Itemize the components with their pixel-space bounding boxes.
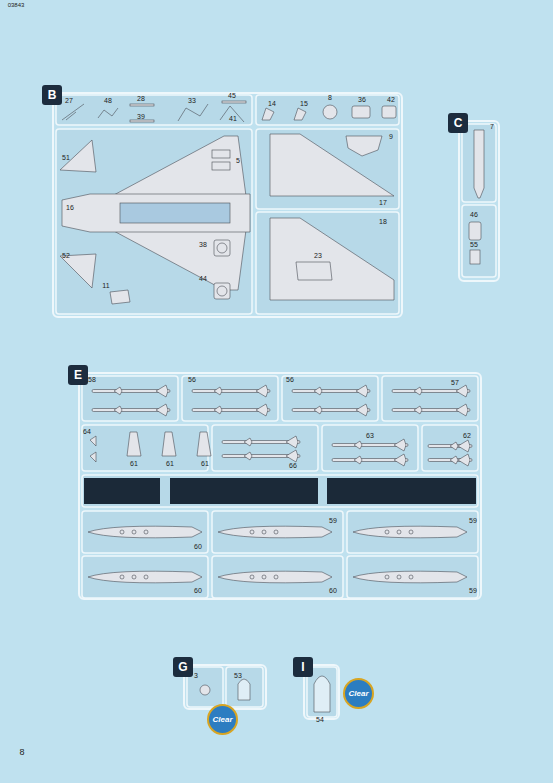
callout-number: 3 (194, 672, 198, 680)
callout-number: 46 (470, 211, 478, 219)
callout-number: 58 (88, 376, 96, 384)
callout-number: 9 (389, 133, 393, 141)
callout-number: 7 (490, 123, 494, 131)
callout-number: 63 (366, 432, 374, 440)
clear-badge: Clear (343, 678, 374, 709)
callout-number: 64 (83, 428, 91, 436)
callout-number: 5 (236, 157, 240, 165)
clear-badge: Clear (207, 704, 238, 735)
callout-number: 60 (194, 543, 202, 551)
sprue-tab: B (42, 85, 62, 105)
callout-number: 38 (199, 241, 207, 249)
sprue-tab: I (293, 657, 313, 677)
callout-number: 53 (234, 672, 242, 680)
callout-number: 28 (137, 95, 145, 103)
callout-number: 59 (329, 517, 337, 525)
callout-number: 39 (137, 113, 145, 121)
callout-number: 59 (469, 517, 477, 525)
sprue-tab: G (173, 657, 193, 677)
callout-number: 33 (188, 97, 196, 105)
callout-number: 59 (469, 587, 477, 595)
sprue-letter: E (74, 369, 82, 381)
callout-number: 54 (316, 716, 324, 724)
sprue-letter: G (178, 661, 187, 673)
sprue-tab: C (448, 113, 468, 133)
callout-number: 60 (329, 587, 337, 595)
sprue-frame: GClear (183, 664, 267, 710)
callout-number: 55 (470, 241, 478, 249)
callout-number: 61 (130, 460, 138, 468)
callout-number: 36 (358, 96, 366, 104)
sprue-frame: E (78, 372, 482, 600)
callout-number: 14 (268, 100, 276, 108)
callout-number: 41 (229, 115, 237, 123)
callout-number: 8 (328, 94, 332, 102)
callout-number: 52 (62, 252, 70, 260)
callout-number: 42 (387, 96, 395, 104)
callout-number: 66 (289, 462, 297, 470)
callout-number: 18 (379, 218, 387, 226)
sprue-letter: C (454, 117, 463, 129)
callout-number: 56 (286, 376, 294, 384)
callout-number: 48 (104, 97, 112, 105)
callout-number: 44 (199, 275, 207, 283)
callout-number: 27 (65, 97, 73, 105)
page-number: 8 (19, 748, 24, 756)
clear-label: Clear (212, 715, 232, 724)
callout-number: 16 (66, 204, 74, 212)
sprue-letter: B (48, 89, 57, 101)
callout-number: 45 (228, 92, 236, 100)
page-number: 03843 (8, 1, 25, 9)
callout-number: 17 (379, 199, 387, 207)
callout-number: 61 (166, 460, 174, 468)
clear-label: Clear (348, 689, 368, 698)
sprue-tab: E (68, 365, 88, 385)
callout-number: 51 (62, 154, 70, 162)
sprue-frame: IClear (303, 664, 340, 720)
callout-number: 61 (201, 460, 209, 468)
callout-number: 57 (451, 379, 459, 387)
sprue-letter: I (301, 661, 304, 673)
callout-number: 15 (300, 100, 308, 108)
callout-number: 62 (463, 432, 471, 440)
sprue-frame: C (458, 120, 500, 282)
callout-number: 56 (188, 376, 196, 384)
callout-number: 60 (194, 587, 202, 595)
callout-number: 23 (314, 252, 322, 260)
callout-number: 11 (102, 282, 109, 290)
